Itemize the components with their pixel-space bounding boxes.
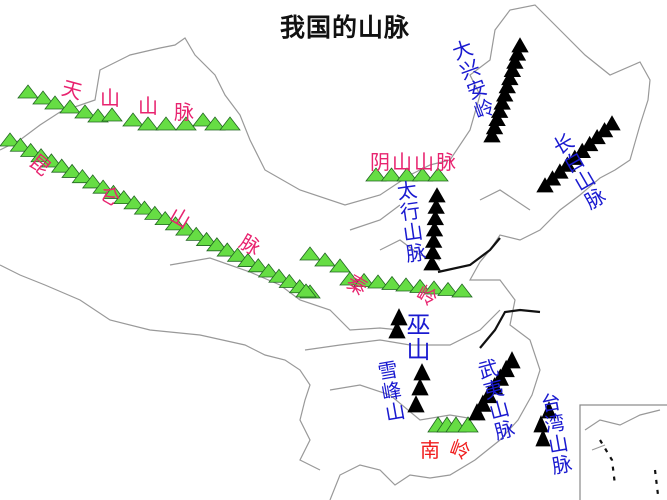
rivers	[437, 237, 660, 496]
tianshan-mountain-marker	[192, 112, 214, 127]
qinling-mountain-marker	[295, 283, 317, 298]
tianshan-mountain-marker	[74, 104, 96, 119]
xuefeng-mountain-marker	[413, 363, 431, 381]
tianshan-mountain-marker	[101, 107, 123, 122]
kunlun-mountain-marker	[257, 263, 280, 278]
tianshan-mountain-marker	[219, 116, 241, 131]
xuefeng-mountain-marker	[411, 378, 429, 396]
kunlun-mountain-marker	[206, 237, 228, 252]
nanling-mountain-marker	[457, 416, 479, 433]
china-border	[0, 4, 667, 500]
yinshan-mountain-marker	[380, 167, 403, 182]
kunlun-mountain-marker	[185, 226, 208, 241]
kunlun-mountain-marker	[0, 132, 21, 147]
mountain-markers	[0, 37, 621, 447]
tianshan-mountain-marker	[87, 108, 109, 123]
taihang-mountain-marker	[428, 187, 446, 203]
qinling-mountain-marker	[409, 278, 431, 293]
southwest-border	[0, 264, 321, 471]
kunlun-mountain-marker	[112, 189, 135, 205]
yinshan-mountain-marker	[396, 167, 418, 182]
wuyi-mountain-marker	[468, 403, 486, 421]
kunlun-mountain-marker	[102, 184, 125, 199]
map-title: 我国的山脉	[280, 13, 411, 42]
xuefeng-mountain-marker	[407, 395, 425, 413]
qinling-mountain-marker	[395, 277, 417, 292]
taiwan-mountain-marker	[541, 401, 557, 419]
taiwan-mountain-marker	[535, 429, 551, 447]
wushan-mountain-marker	[390, 308, 408, 326]
kunlun-mountain-marker	[9, 137, 32, 152]
tianshan-mountain-marker	[175, 116, 197, 131]
country-outline	[0, 4, 651, 500]
kunlun-mountain-marker	[216, 242, 239, 257]
label-tianshan-3: 山	[138, 94, 158, 118]
kunlun-mountain-marker	[226, 247, 249, 262]
tianshan-mountain-marker	[122, 112, 144, 127]
label-nanling-1: 南	[420, 438, 440, 462]
kunlun-mountain-marker	[71, 169, 94, 184]
kunlun-mountain-marker	[123, 195, 145, 210]
kunlun-mountain-marker	[19, 142, 42, 157]
yellow-river-segment	[437, 237, 501, 274]
tianshan-mountain-marker	[59, 99, 81, 114]
qinling-mountain-marker	[367, 274, 389, 289]
tianshan-mountain-marker	[137, 116, 159, 131]
qinling-mountain-marker	[339, 271, 361, 286]
kunlun-mountain-marker	[30, 148, 52, 163]
tianshan-mountain-marker	[17, 84, 39, 99]
inset-coast	[584, 409, 661, 451]
kunlun-mountain-marker	[133, 200, 156, 215]
south-china-sea-inset	[579, 404, 667, 500]
inset-islands	[599, 439, 660, 496]
taiwan-mountain-marker	[533, 415, 549, 433]
changbai-mountain-marker	[603, 115, 621, 131]
label-tianshan-2: 山	[100, 86, 120, 110]
wushan-mountain-marker	[388, 321, 406, 339]
kunlun-mountain-marker	[247, 258, 270, 273]
qinling-mountain-marker	[329, 258, 351, 273]
kunlun-mountain-marker	[195, 231, 218, 246]
kunlun-mountain-marker	[40, 153, 63, 168]
kunlun-mountain-marker	[144, 205, 166, 220]
yinshan-mountain-marker	[411, 167, 434, 182]
yinshan-mountain-marker	[427, 167, 449, 182]
province-lines	[169, 189, 531, 421]
qinling-mountain-marker	[299, 246, 321, 261]
kunlun-mountain-marker	[50, 158, 73, 173]
qinling-mountain-marker	[423, 280, 445, 295]
taihang-mountain-marker	[423, 255, 441, 271]
qinling-mountain-marker	[381, 275, 403, 290]
label-tianshan-4: 脉	[174, 100, 194, 124]
kunlun-mountain-marker	[268, 268, 290, 283]
kunlun-mountain-marker	[278, 273, 301, 288]
qinling-mountain-marker	[437, 281, 459, 296]
kunlun-mountain-marker	[61, 163, 83, 178]
kunlun-mountain-marker	[154, 210, 176, 226]
label-wushan: 巫山	[402, 312, 430, 362]
yinshan-mountain-marker	[365, 167, 387, 182]
kunlun-mountain-marker	[92, 179, 114, 194]
tianshan-mountain-marker	[44, 95, 66, 110]
tianshan-mountain-marker	[204, 116, 226, 131]
daxinganling-mountain-marker	[483, 127, 501, 143]
yangtze-river-segment	[479, 308, 541, 349]
label-yinshan: 阴山山脉	[370, 150, 458, 174]
qinling-mountain-marker	[314, 252, 336, 267]
tianshan-mountain-marker	[155, 116, 177, 131]
tianshan-mountain-marker	[32, 90, 54, 105]
kunlun-mountain-marker	[164, 216, 187, 231]
kunlun-mountain-marker	[175, 221, 197, 236]
kunlun-mountain-marker	[237, 252, 259, 267]
qinling-mountain-marker	[451, 283, 473, 298]
kunlun-mountain-marker	[81, 174, 104, 189]
qinling-mountain-marker	[353, 272, 375, 287]
